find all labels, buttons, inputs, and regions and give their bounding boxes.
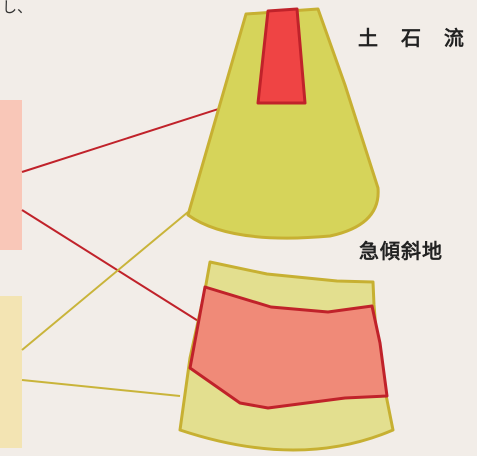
legend-box-yellow [0,296,22,448]
header-text-fragment: し、 [2,0,33,16]
connector-yellow-to-steep-slope [21,379,181,397]
legend-box-red [0,100,22,250]
label-debris-flow: 土 石 流 [358,26,472,50]
debris-flow-red-zone [256,7,307,105]
debris-flow-yellow-zone [186,7,380,240]
connector-red-to-steep-slope [21,209,204,325]
label-steep-slope: 急傾斜地 [359,239,443,263]
connector-yellow-to-debris-flow [21,211,189,351]
steep-slope-red-zone [188,285,389,410]
